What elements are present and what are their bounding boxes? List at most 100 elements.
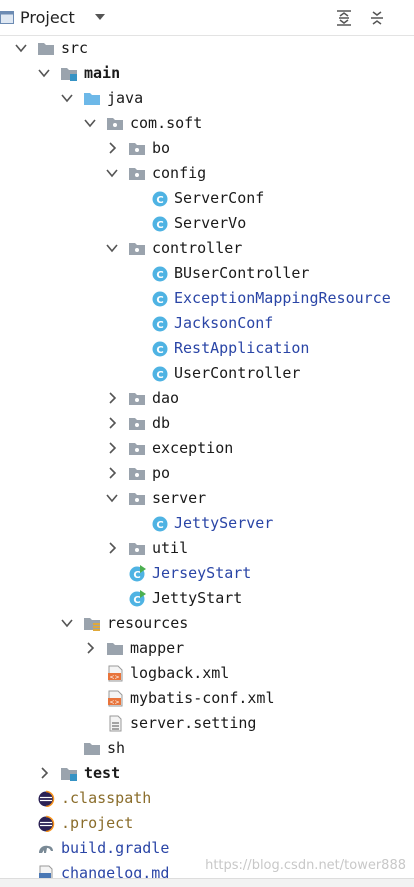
tree-item-server[interactable]: server bbox=[0, 486, 414, 511]
svg-text:C: C bbox=[156, 270, 163, 281]
chevron-down-icon[interactable] bbox=[105, 166, 119, 180]
svg-text:C: C bbox=[156, 220, 163, 231]
tree-item-label: ServerConf bbox=[174, 189, 265, 207]
tree-item-jetty-start[interactable]: C JettyStart bbox=[0, 586, 414, 611]
tree-item-build-gradle[interactable]: build.gradle bbox=[0, 836, 414, 861]
chevron-right-icon[interactable] bbox=[105, 141, 119, 155]
tree-item-label: build.gradle bbox=[61, 839, 170, 857]
tree-item-server-setting[interactable]: server.setting bbox=[0, 711, 414, 736]
tree-item-label: changelog.md bbox=[61, 864, 170, 882]
tree-item-label: bo bbox=[152, 139, 171, 157]
project-tool-window-header: Project bbox=[0, 0, 414, 36]
chevron-down-icon[interactable] bbox=[83, 116, 97, 130]
project-view-title[interactable]: Project bbox=[20, 8, 75, 27]
module-folder-icon bbox=[61, 68, 77, 81]
chevron-right-icon[interactable] bbox=[105, 416, 119, 430]
tree-item-db[interactable]: db bbox=[0, 411, 414, 436]
tree-item-label: test bbox=[84, 764, 121, 782]
tree-item-label: server bbox=[152, 489, 207, 507]
chevron-right-icon[interactable] bbox=[83, 641, 97, 655]
tree-item-changelog-md[interactable]: changelog.md bbox=[0, 861, 414, 886]
tree-item-user-controller[interactable]: C UserController bbox=[0, 361, 414, 386]
chevron-down-icon[interactable] bbox=[60, 91, 74, 105]
tree-item-label: main bbox=[84, 64, 121, 82]
tree-item-mybatis-conf-xml[interactable]: <> mybatis-conf.xml bbox=[0, 686, 414, 711]
tree-item-project[interactable]: .project bbox=[0, 811, 414, 836]
tree-item-label: src bbox=[61, 39, 89, 57]
package-icon bbox=[129, 143, 145, 155]
tree-item-src[interactable]: src bbox=[0, 36, 414, 61]
tree-item-serverconf[interactable]: C ServerConf bbox=[0, 186, 414, 211]
chevron-down-icon[interactable] bbox=[105, 241, 119, 255]
package-icon bbox=[129, 468, 145, 480]
tree-item-label: java bbox=[107, 89, 144, 107]
tree-item-exception-mapping-resource[interactable]: C ExceptionMappingResource bbox=[0, 286, 414, 311]
class-icon: C bbox=[152, 266, 168, 282]
package-icon bbox=[107, 118, 123, 130]
tree-item-main[interactable]: main bbox=[0, 61, 414, 86]
tree-item-com-soft[interactable]: com.soft bbox=[0, 111, 414, 136]
svg-text:<>: <> bbox=[109, 674, 119, 681]
tree-item-label: com.soft bbox=[130, 114, 203, 132]
tree-item-po[interactable]: po bbox=[0, 461, 414, 486]
tree-item-label: controller bbox=[152, 239, 243, 257]
package-icon bbox=[129, 243, 145, 255]
tree-item-exception[interactable]: exception bbox=[0, 436, 414, 461]
tree-item-jetty-server[interactable]: C JettyServer bbox=[0, 511, 414, 536]
tree-item-label: logback.xml bbox=[130, 664, 230, 682]
chevron-down-icon[interactable] bbox=[60, 616, 74, 630]
tree-item-controller[interactable]: controller bbox=[0, 236, 414, 261]
tree-item-jackson-conf[interactable]: C JacksonConf bbox=[0, 311, 414, 336]
tree-item-logback-xml[interactable]: <> logback.xml bbox=[0, 661, 414, 686]
tree-item-java[interactable]: java bbox=[0, 86, 414, 111]
tree-item-label: ServerVo bbox=[174, 214, 247, 232]
tree-item-label: .classpath bbox=[61, 789, 152, 807]
gradle-icon bbox=[39, 845, 53, 853]
collapse-all-icon[interactable] bbox=[368, 9, 386, 27]
svg-text:C: C bbox=[156, 295, 163, 306]
class-icon: C bbox=[152, 291, 168, 307]
class-icon: C bbox=[152, 366, 168, 382]
chevron-right-icon[interactable] bbox=[105, 391, 119, 405]
class-icon: C bbox=[152, 191, 168, 207]
chevron-down-icon[interactable] bbox=[105, 491, 119, 505]
tree-item-bo[interactable]: bo bbox=[0, 136, 414, 161]
tree-item-sh[interactable]: sh bbox=[0, 736, 414, 761]
tree-item-mapper[interactable]: mapper bbox=[0, 636, 414, 661]
tree-item-label: JerseyStart bbox=[152, 564, 252, 582]
chevron-down-icon[interactable] bbox=[37, 66, 51, 80]
folder-icon bbox=[38, 43, 54, 55]
tree-item-label: JettyStart bbox=[152, 589, 243, 607]
watermark: https://blog.csdn.net/tower888 bbox=[205, 858, 406, 873]
tree-item-label: JettyServer bbox=[174, 514, 274, 532]
class-icon: C bbox=[152, 216, 168, 232]
xml-file-icon: <> bbox=[108, 665, 123, 682]
tree-item-label: db bbox=[152, 414, 171, 432]
tree-item-config[interactable]: config bbox=[0, 161, 414, 186]
tree-item-test[interactable]: test bbox=[0, 761, 414, 786]
chevron-right-icon[interactable] bbox=[105, 466, 119, 480]
tree-item-rest-application[interactable]: C RestApplication bbox=[0, 336, 414, 361]
project-tree: src main java com.soft bo config C Serve… bbox=[0, 36, 414, 882]
tree-item-buser-controller[interactable]: C BUserController bbox=[0, 261, 414, 286]
tree-item-util[interactable]: util bbox=[0, 536, 414, 561]
tree-item-classpath[interactable]: .classpath bbox=[0, 786, 414, 811]
tree-item-label: JacksonConf bbox=[174, 314, 274, 332]
tree-item-resources[interactable]: resources bbox=[0, 611, 414, 636]
tree-item-label: exception bbox=[152, 439, 234, 457]
tree-item-jersey-start[interactable]: C JerseyStart bbox=[0, 561, 414, 586]
chevron-right-icon[interactable] bbox=[105, 541, 119, 555]
tree-item-label: dao bbox=[152, 389, 180, 407]
tree-item-label: po bbox=[152, 464, 171, 482]
svg-text:C: C bbox=[156, 520, 163, 531]
expand-all-icon[interactable] bbox=[335, 9, 353, 27]
tree-item-label: resources bbox=[107, 614, 189, 632]
chevron-right-icon[interactable] bbox=[105, 441, 119, 455]
svg-text:C: C bbox=[156, 195, 163, 206]
chevron-right-icon[interactable] bbox=[37, 766, 51, 780]
tree-item-servervo[interactable]: C ServerVo bbox=[0, 211, 414, 236]
chevron-down-icon[interactable] bbox=[14, 41, 28, 55]
chevron-down-icon[interactable] bbox=[93, 10, 107, 24]
svg-text:<>: <> bbox=[109, 699, 119, 706]
tree-item-dao[interactable]: dao bbox=[0, 386, 414, 411]
